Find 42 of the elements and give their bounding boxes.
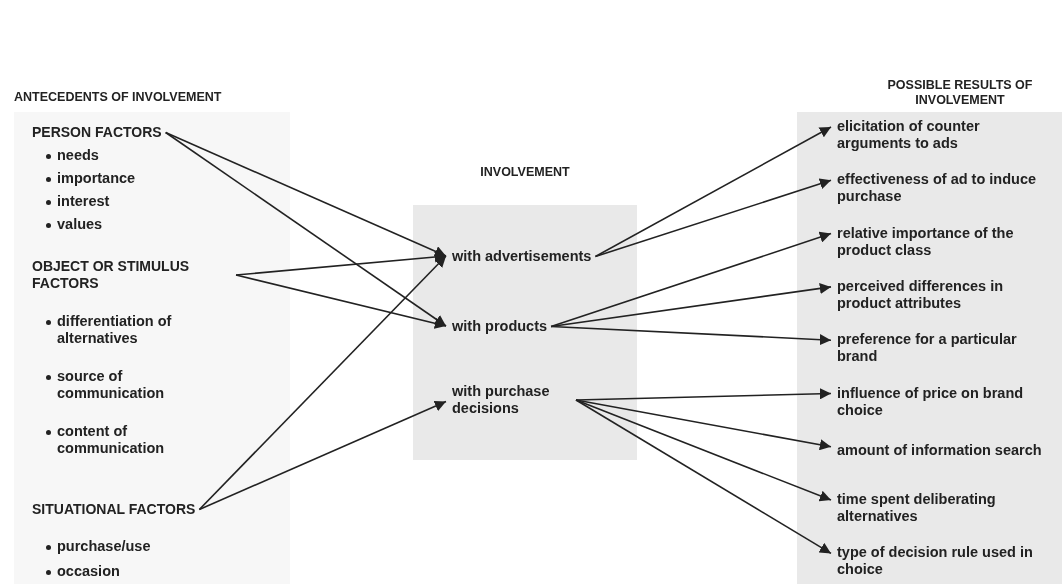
factor-heading: SITUATIONAL FACTORS xyxy=(32,501,196,518)
item-text: perceived differences in product attributes xyxy=(837,277,1004,312)
arrow xyxy=(550,231,832,328)
arrow xyxy=(575,399,832,502)
arrow xyxy=(575,399,832,451)
factor-heading: OBJECT OR STIMULUS FACTORS xyxy=(32,258,191,292)
list-item: values xyxy=(57,216,103,233)
list-item: needs xyxy=(57,147,99,164)
item-text: with purchase decisions xyxy=(452,383,551,417)
arrow xyxy=(235,274,447,329)
list-item: interest xyxy=(57,193,110,210)
arrow xyxy=(198,400,447,511)
list-item: purchase/use xyxy=(57,538,151,555)
arrow xyxy=(235,251,447,276)
panel-heading: ANTECEDENTS OF INVOLVEMENT xyxy=(14,90,223,105)
arrow xyxy=(164,131,447,327)
factor-heading: PERSON FACTORS xyxy=(32,124,162,141)
panel-heading: INVOLVEMENT xyxy=(479,165,571,180)
arrow xyxy=(575,399,832,555)
list-item: occasion xyxy=(57,563,120,580)
arrow xyxy=(198,255,447,511)
arrow xyxy=(594,178,832,258)
list-item: source of communication xyxy=(57,368,166,402)
arrow xyxy=(550,325,832,346)
item-text: time spent deliberating alternatives xyxy=(837,491,997,526)
panel-heading: POSSIBLE RESULTS OF INVOLVEMENT xyxy=(886,78,1034,108)
list-item: differentiation of alternatives xyxy=(57,313,173,347)
item-text: relative importance of the product class xyxy=(837,224,1015,259)
item-text: elicitation of counter arguments to ads xyxy=(837,118,981,152)
item-text: with products xyxy=(452,318,548,335)
arrow xyxy=(550,282,832,328)
item-text: amount of information search xyxy=(837,441,1042,459)
item-text: preference for a particular brand xyxy=(837,331,1018,366)
item-text: effectiveness of ad to induce purchase xyxy=(837,171,1038,206)
list-item: content of communication xyxy=(57,423,166,457)
arrow xyxy=(575,388,832,401)
list-item: importance xyxy=(57,170,136,187)
item-text: type of decision rule used in choice xyxy=(837,544,1034,579)
arrow xyxy=(594,126,832,258)
arrow xyxy=(164,131,447,257)
item-text: influence of price on brand choice xyxy=(837,384,1025,419)
item-text: with advertisements xyxy=(452,248,592,265)
